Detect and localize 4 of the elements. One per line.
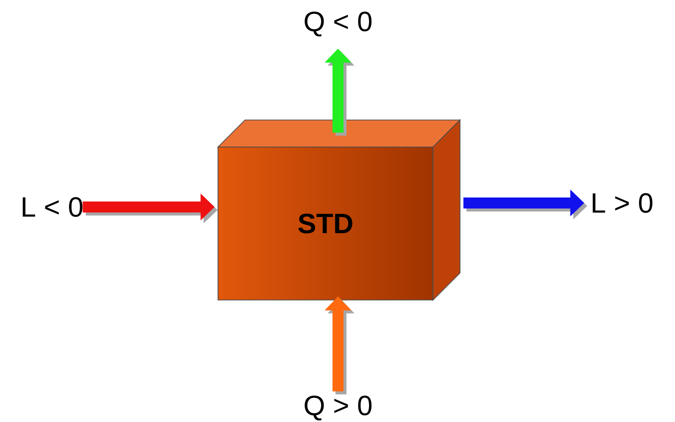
label-text: L > 0 [592, 193, 652, 213]
label-text: L < 0 [22, 197, 82, 217]
label-text: Q < 0 [304, 12, 372, 36]
label-text: Q > 0 [304, 396, 372, 420]
